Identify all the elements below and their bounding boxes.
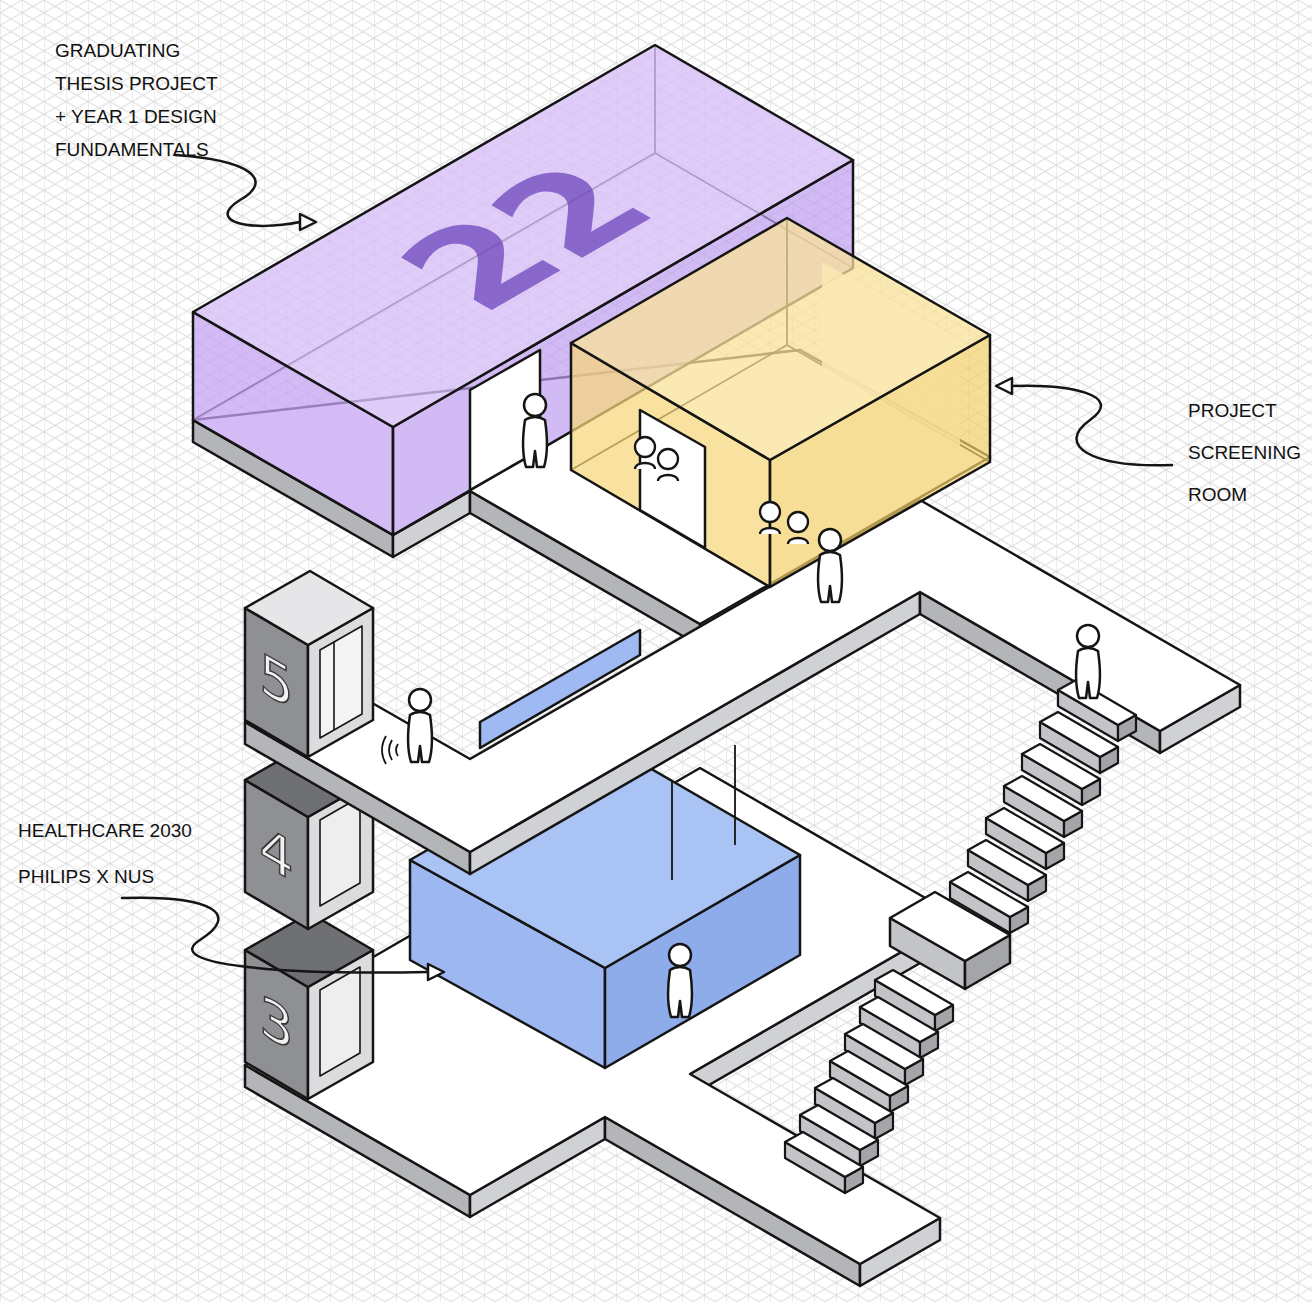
person-figure [408, 394, 842, 1017]
lift-car [320, 626, 362, 738]
healthcare-volume [672, 745, 735, 880]
floor-number: 5 [245, 634, 308, 730]
annotation-note: HEALTHCARE 2030 PHILIPS X NUS [18, 808, 223, 900]
leader-arrow [122, 155, 1172, 980]
person-figure [760, 502, 780, 534]
person-figure [788, 512, 808, 544]
sound-waves [382, 736, 398, 764]
staircase [785, 1132, 863, 1193]
staircase [890, 892, 1010, 961]
annotation-note: PROJECT SCREENING ROOM [1188, 390, 1312, 516]
leader-arrow [1012, 386, 1172, 465]
person-figure [408, 689, 432, 762]
sound-waves [382, 736, 398, 764]
person-figure [635, 437, 655, 469]
leader-arrow [300, 214, 316, 230]
lift-car [333, 642, 335, 730]
lift-shaft [320, 967, 360, 1076]
person-figure [523, 394, 547, 467]
leader-arrow [175, 155, 300, 226]
lift-shaft [320, 797, 360, 906]
person-figure [818, 529, 842, 602]
screening-room-volume [571, 218, 990, 587]
leader-arrow [996, 378, 1012, 394]
person-figure [1076, 625, 1100, 698]
screening-room-volume [640, 410, 705, 548]
person-figure [658, 449, 678, 481]
leader-arrow [428, 964, 444, 980]
floor-number: 3 [245, 976, 308, 1072]
staircase [890, 892, 1010, 989]
leader-arrow [122, 898, 428, 973]
person-figure [668, 944, 692, 1017]
annotation-note: GRADUATING THESIS PROJECT + YEAR 1 DESIG… [55, 34, 220, 166]
staircase [785, 680, 1136, 1193]
person-figure [1076, 625, 1100, 698]
lift-car [245, 571, 373, 757]
watermark-number: 22 [363, 148, 683, 333]
floor-number: 4 [245, 806, 308, 902]
